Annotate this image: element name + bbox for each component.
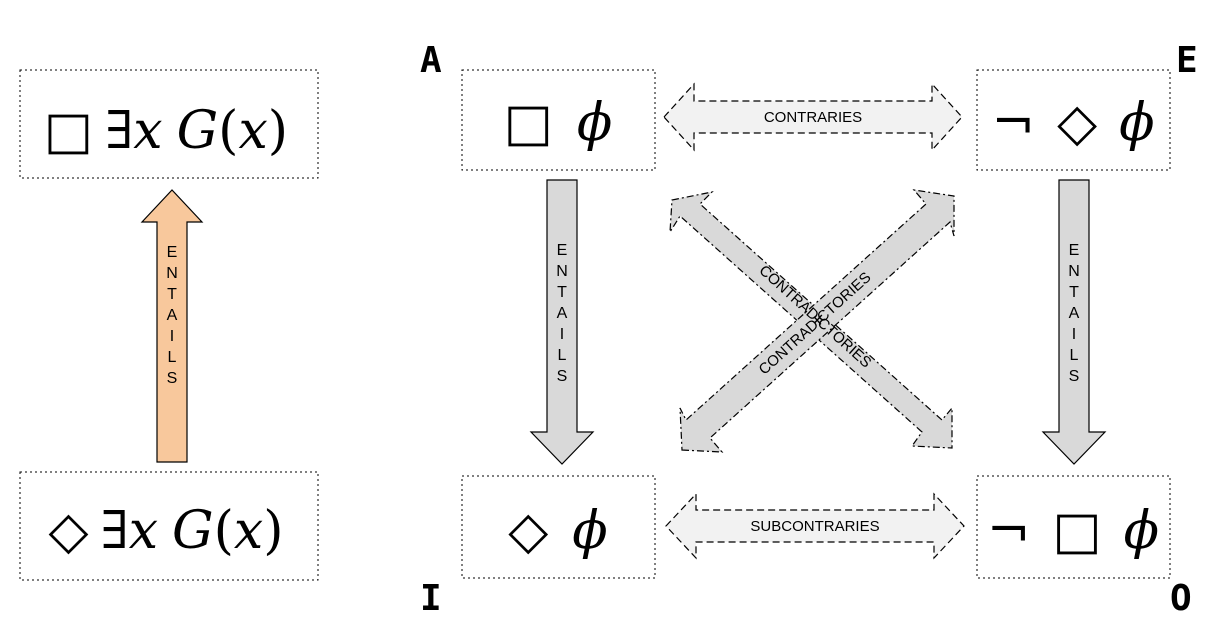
left-top-box <box>19 69 319 179</box>
entails-letter: N <box>1068 263 1080 280</box>
entails-e-to-o-arrow <box>1041 179 1107 465</box>
corner-o-label: O <box>1170 578 1192 619</box>
i-formula: ◇ϕ <box>508 501 607 561</box>
entails-letter: I <box>170 328 174 345</box>
entails-letter: L <box>1070 347 1079 364</box>
entails-letter: E <box>167 244 178 261</box>
entails-letter: T <box>167 286 177 303</box>
o-box <box>976 475 1171 579</box>
o-formula: ¬□ϕ <box>987 501 1159 561</box>
entails-letter: A <box>557 305 568 322</box>
entails-letter: N <box>556 263 568 280</box>
e-box <box>976 69 1171 171</box>
contraries-label: CONTRARIES <box>764 109 862 126</box>
entails-letter: S <box>1069 368 1080 385</box>
subcontraries-label: SUBCONTRARIES <box>750 518 879 535</box>
entails-letter: E <box>557 242 568 259</box>
entails-letter: L <box>558 347 567 364</box>
entails-letter: T <box>557 284 567 301</box>
corner-e-label: E <box>1176 40 1198 81</box>
entails-letter: S <box>557 368 568 385</box>
corner-i-label: I <box>420 578 442 619</box>
subcontraries-arrow <box>665 492 965 560</box>
left-bottom-box <box>19 471 319 581</box>
entails-letter: L <box>168 349 177 366</box>
corner-a-label: A <box>420 40 442 81</box>
entails-a-to-i-arrow <box>529 179 595 465</box>
entails-letter: A <box>167 307 178 324</box>
entails-up-arrow <box>140 189 204 463</box>
contraries-arrow <box>663 82 963 152</box>
entails-letter: I <box>1072 326 1076 343</box>
e-formula: ¬◇ϕ <box>991 93 1154 153</box>
entails-letter: A <box>1069 305 1080 322</box>
a-box <box>461 69 656 171</box>
entails-letter: I <box>560 326 564 343</box>
entails-letter: S <box>167 370 178 387</box>
entails-letter: N <box>166 265 178 282</box>
i-box <box>461 475 656 579</box>
contradictories-arrows <box>669 189 955 453</box>
a-formula: □ϕ <box>504 93 613 153</box>
entails-letter: E <box>1069 242 1080 259</box>
entails-letter: T <box>1069 284 1079 301</box>
contradictories-arrow-i-to-e <box>679 189 955 453</box>
